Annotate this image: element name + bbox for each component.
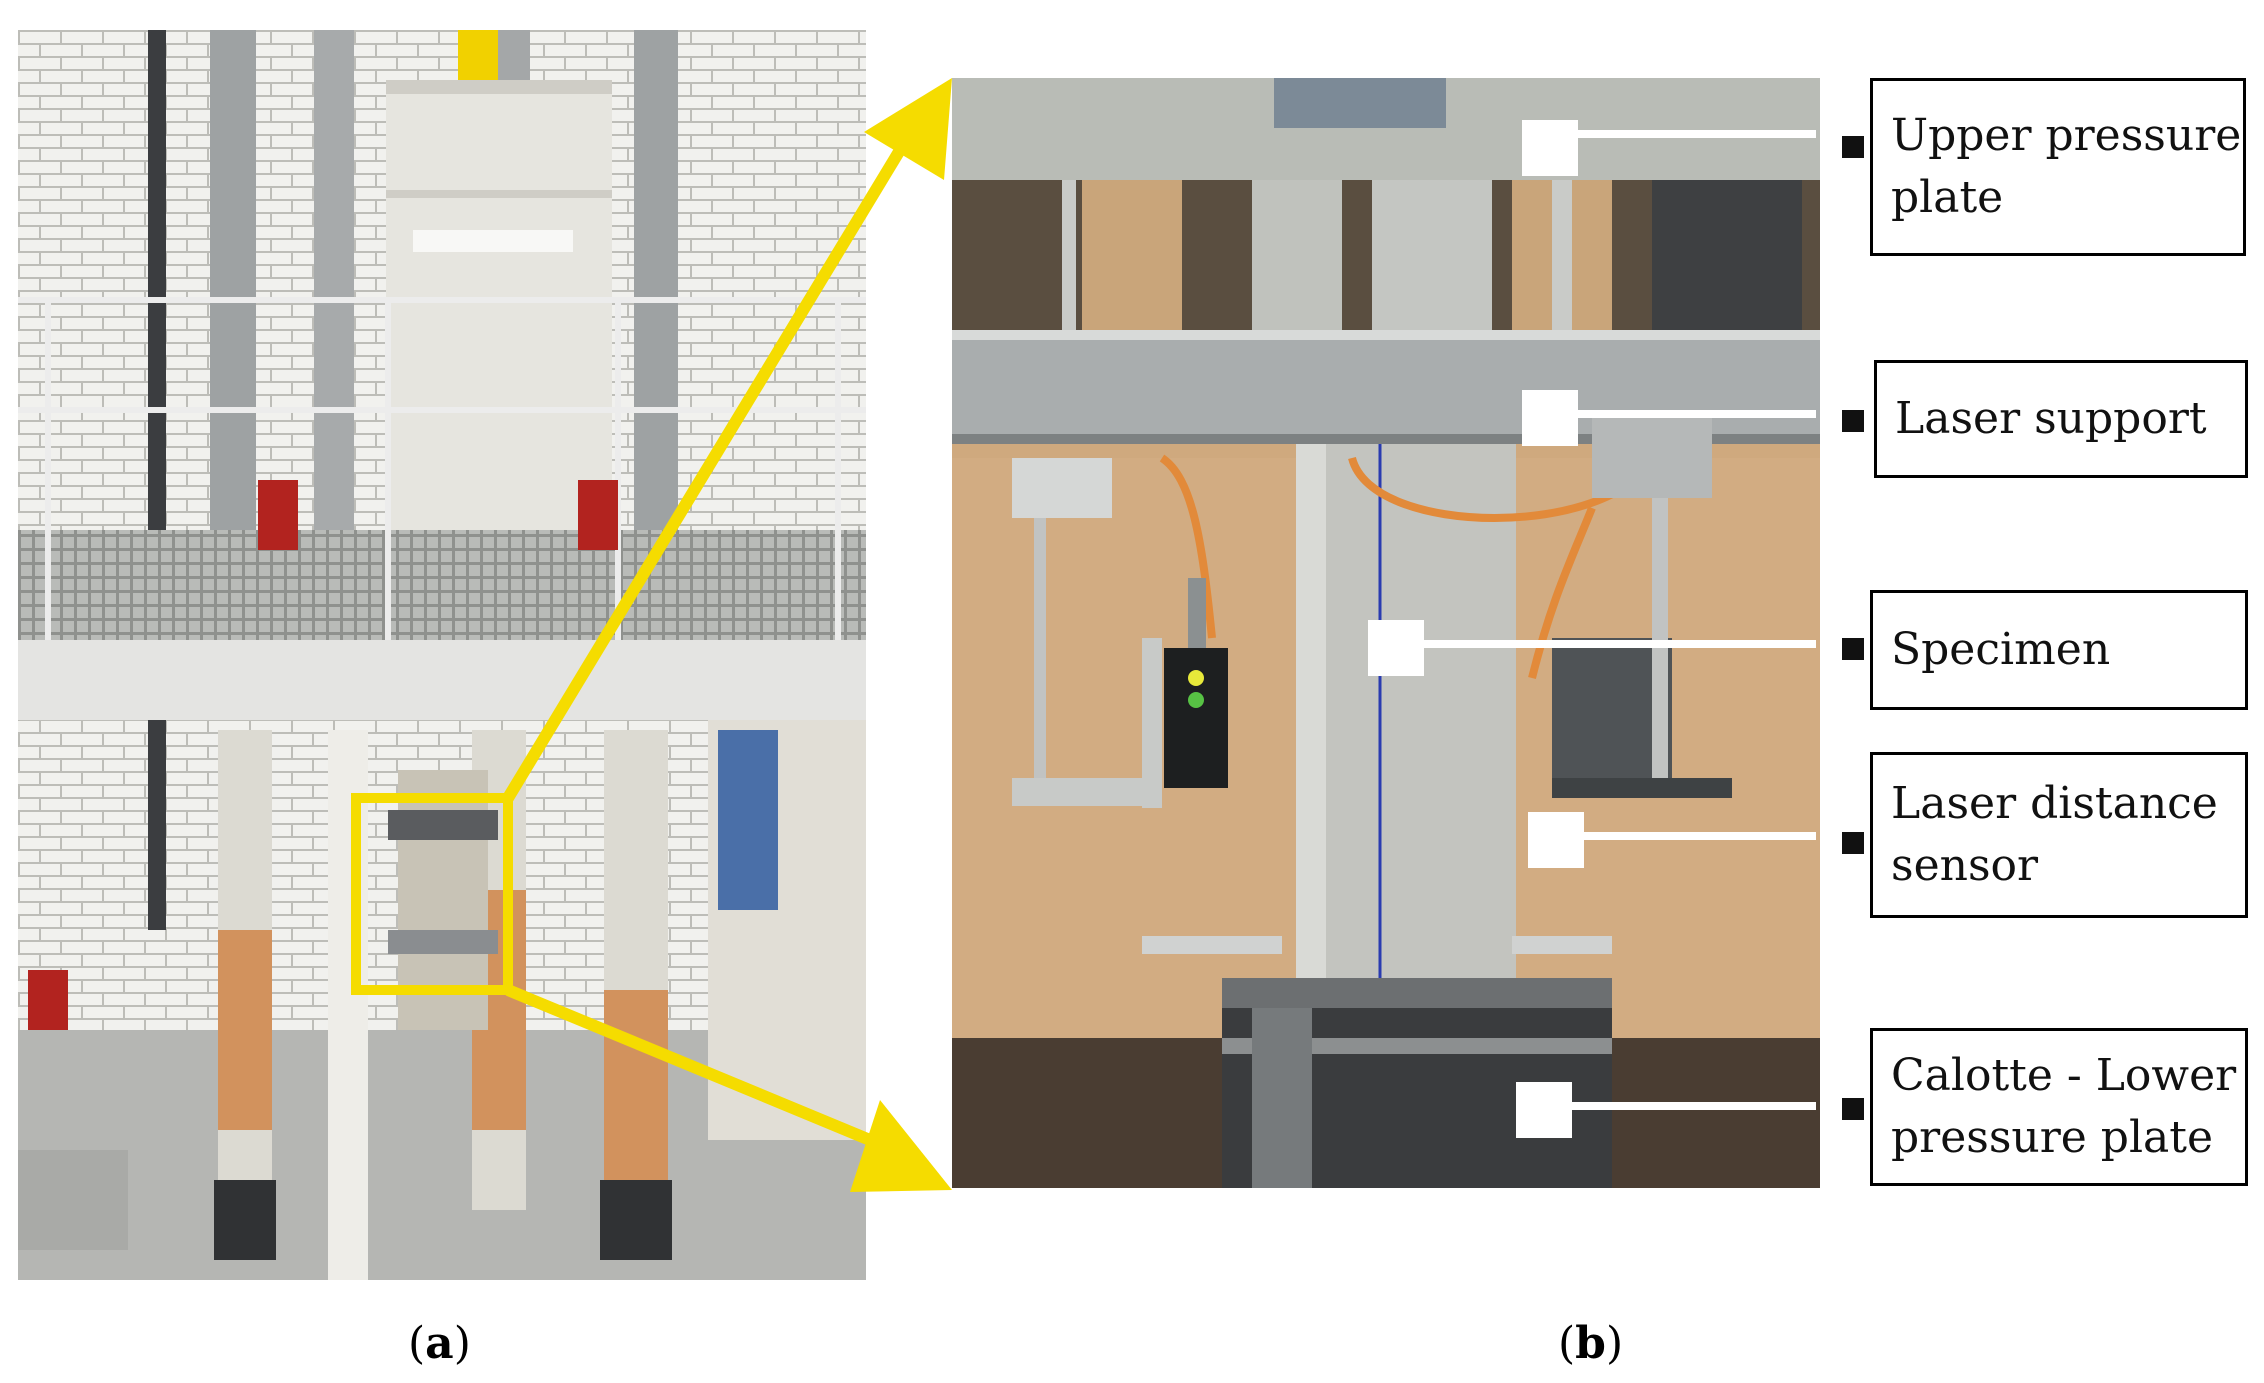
specimen-photo (1296, 444, 1516, 1004)
label-laser-distance-sensor-line1: Laser distance (1891, 778, 2218, 829)
label-upper-pressure-plate-line2: plate (1891, 172, 2004, 223)
label-upper-pressure-plate: Upper pressure plate (1870, 78, 2246, 256)
label-calotte-line1: Calotte - Lower (1891, 1050, 2237, 1101)
marker-square (1842, 1098, 1864, 1120)
label-specimen-text: Specimen (1891, 624, 2111, 675)
arrow-head-upper (864, 78, 952, 180)
laser-sensor-photo (1164, 648, 1228, 788)
label-laser-support-text: Laser support (1895, 393, 2207, 444)
photo-test-rig-overview (18, 30, 866, 1280)
label-laser-support: Laser support (1874, 360, 2248, 478)
caption-a: (a) (408, 1318, 471, 1369)
label-laser-distance-sensor-line2: sensor (1891, 840, 2039, 891)
label-laser-distance-sensor: Laser distance sensor (1870, 752, 2248, 918)
label-calotte-lower-pressure-plate: Calotte - Lower pressure plate (1870, 1028, 2248, 1186)
marker-square (1842, 832, 1864, 854)
label-calotte-line2: pressure plate (1891, 1112, 2213, 1163)
marker-square (1842, 410, 1864, 432)
marker-square (1842, 638, 1864, 660)
marker-square (1842, 136, 1864, 158)
label-specimen: Specimen (1870, 590, 2248, 710)
label-upper-pressure-plate-line1: Upper pressure (1891, 110, 2242, 161)
caption-b: (b) (1558, 1318, 1624, 1369)
photo-specimen-closeup (952, 78, 1820, 1188)
